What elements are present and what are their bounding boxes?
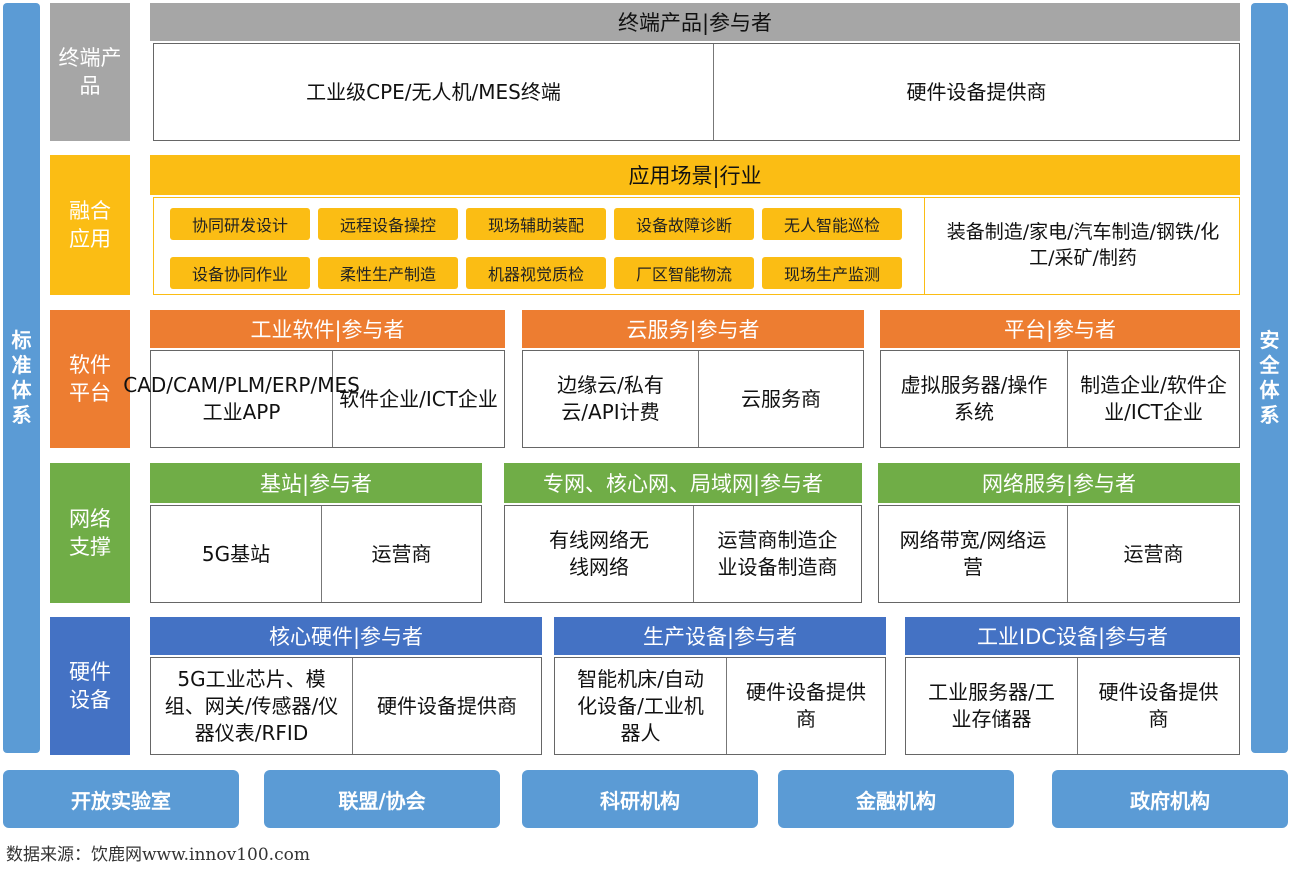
bar-text: 平台|参与者 [1003,318,1117,342]
standard-system-pillar: 标准体系 [3,3,40,753]
cloud-participants-cell: 云服务商 [741,386,821,411]
terminal-box: 工业级CPE/无人机/MES终端 硬件设备提供商 [153,43,1240,141]
scenario-chip: 无人智能巡检 [762,208,902,240]
institution-open-lab: 开放实验室 [3,770,239,828]
scenario-chip: 现场生产监测 [762,257,902,289]
bar-text: 工业IDC设备|参与者 [976,625,1169,649]
scenario-chip: 厂区智能物流 [614,257,754,289]
terminal-participants-cell: 硬件设备提供商 [906,79,1047,104]
row-label-terminal: 终端产品 [50,3,130,141]
platform-products-cell: 虚拟服务器/操作系统 [900,373,1048,424]
scenario-chip: 机器视觉质检 [466,257,606,289]
standard-system-label: 标准体系 [11,328,32,427]
software-group-box: CAD/CAM/PLM/ERP/MES工业APP 软件企业/ICT企业 [123,350,505,448]
bar-text: 专网、核心网、局域网|参与者 [542,472,824,496]
scenario-chip: 协同研发设计 [170,208,310,240]
scenario-chip: 设备故障诊断 [614,208,754,240]
private-network-cell: 有线网络无线网络 [549,528,649,579]
scenario-chip: 远程设备操控 [318,208,458,240]
bar-text: 生产设备|参与者 [642,625,798,649]
software-group-bar: 工业软件|参与者 [150,310,505,348]
hardware-group-box: 智能机床/自动化设备/工业机器人 硬件设备提供商 [554,657,886,755]
software-group-box: 边缘云/私有云/API计费 云服务商 [522,350,864,448]
cloud-products-cell: 边缘云/私有云/API计费 [557,373,664,424]
bar-text: 工业软件|参与者 [250,318,405,342]
data-source-footer: 数据来源：饮鹿网www.innov100.com [6,845,310,865]
core-hardware-cell: 5G工业芯片、模组、网关/传感器/仪器仪表/RFID [164,666,339,745]
row-label-network: 网络支撑 [50,463,130,603]
bar-text: 网络服务|参与者 [981,472,1137,496]
bar-text: 应用场景|行业 [628,164,762,188]
institution-finance: 金融机构 [778,770,1014,828]
production-equipment-cell: 智能机床/自动化设备/工业机器人 [577,666,704,745]
hardware-group-bar: 生产设备|参与者 [554,617,886,655]
row-label-text: 硬件设备 [69,659,111,712]
software-group-bar: 云服务|参与者 [522,310,864,348]
bar-text: 核心硬件|参与者 [268,625,424,649]
industry-cell: 装备制造/家电/汽车制造/钢铁/化工/采矿/制药 [946,221,1220,269]
network-group-box: 有线网络无线网络 运营商制造企业设备制造商 [504,505,862,603]
network-service-cell: 网络带宽/网络运营 [899,528,1047,579]
fusion-bar: 应用场景|行业 [150,155,1240,195]
bar-text: 终端产品|参与者 [617,11,773,35]
network-service-participants-cell: 运营商 [1123,541,1184,566]
security-system-label: 安全体系 [1259,328,1280,427]
bar-text: 云服务|参与者 [626,318,760,342]
production-equipment-participants-cell: 硬件设备提供商 [746,680,866,731]
hardware-group-bar: 工业IDC设备|参与者 [905,617,1240,655]
network-group-box: 网络带宽/网络运营 运营商 [878,505,1240,603]
bar-text: 基站|参与者 [259,472,373,496]
row-label-text: 融合应用 [69,198,111,251]
hardware-group-bar: 核心硬件|参与者 [150,617,542,655]
network-group-box: 5G基站 运营商 [150,505,482,603]
row-label-text: 终端产品 [58,45,122,98]
institution-government: 政府机构 [1052,770,1288,828]
base-station-participants-cell: 运营商 [371,541,432,566]
private-network-participants-cell: 运营商制造企业设备制造商 [717,528,838,579]
hardware-group-box: 工业服务器/工业存储器 硬件设备提供商 [905,657,1240,755]
software-products-cell: CAD/CAM/PLM/ERP/MES工业APP [123,373,360,424]
network-group-bar: 基站|参与者 [150,463,482,503]
terminal-bar: 终端产品|参与者 [150,3,1240,41]
platform-participants-cell: 制造企业/软件企业/ICT企业 [1080,373,1227,424]
core-hardware-participants-cell: 硬件设备提供商 [377,693,517,718]
security-system-pillar: 安全体系 [1251,3,1288,753]
institution-research: 科研机构 [522,770,758,828]
institution-alliance: 联盟/协会 [264,770,500,828]
base-station-cell: 5G基站 [201,541,271,566]
idc-equipment-cell: 工业服务器/工业存储器 [928,680,1055,731]
row-label-software: 软件平台 [50,310,130,448]
software-group-box: 虚拟服务器/操作系统 制造企业/软件企业/ICT企业 [880,350,1240,448]
row-label-hardware: 硬件设备 [50,617,130,755]
fusion-box: 协同研发设计 远程设备操控 现场辅助装配 设备故障诊断 无人智能巡检 设备协同作… [153,197,1240,295]
terminal-products-cell: 工业级CPE/无人机/MES终端 [306,79,561,104]
network-group-bar: 专网、核心网、局域网|参与者 [504,463,862,503]
row-label-text: 网络支撑 [69,506,111,559]
row-label-text: 软件平台 [69,352,111,405]
network-group-bar: 网络服务|参与者 [878,463,1240,503]
idc-equipment-participants-cell: 硬件设备提供商 [1098,680,1219,731]
hardware-group-box: 5G工业芯片、模组、网关/传感器/仪器仪表/RFID 硬件设备提供商 [150,657,542,755]
row-label-fusion: 融合应用 [50,155,130,295]
scenario-chip: 柔性生产制造 [318,257,458,289]
software-participants-cell: 软件企业/ICT企业 [339,386,498,411]
software-group-bar: 平台|参与者 [880,310,1240,348]
scenario-chip: 现场辅助装配 [466,208,606,240]
scenario-chip: 设备协同作业 [170,257,310,289]
